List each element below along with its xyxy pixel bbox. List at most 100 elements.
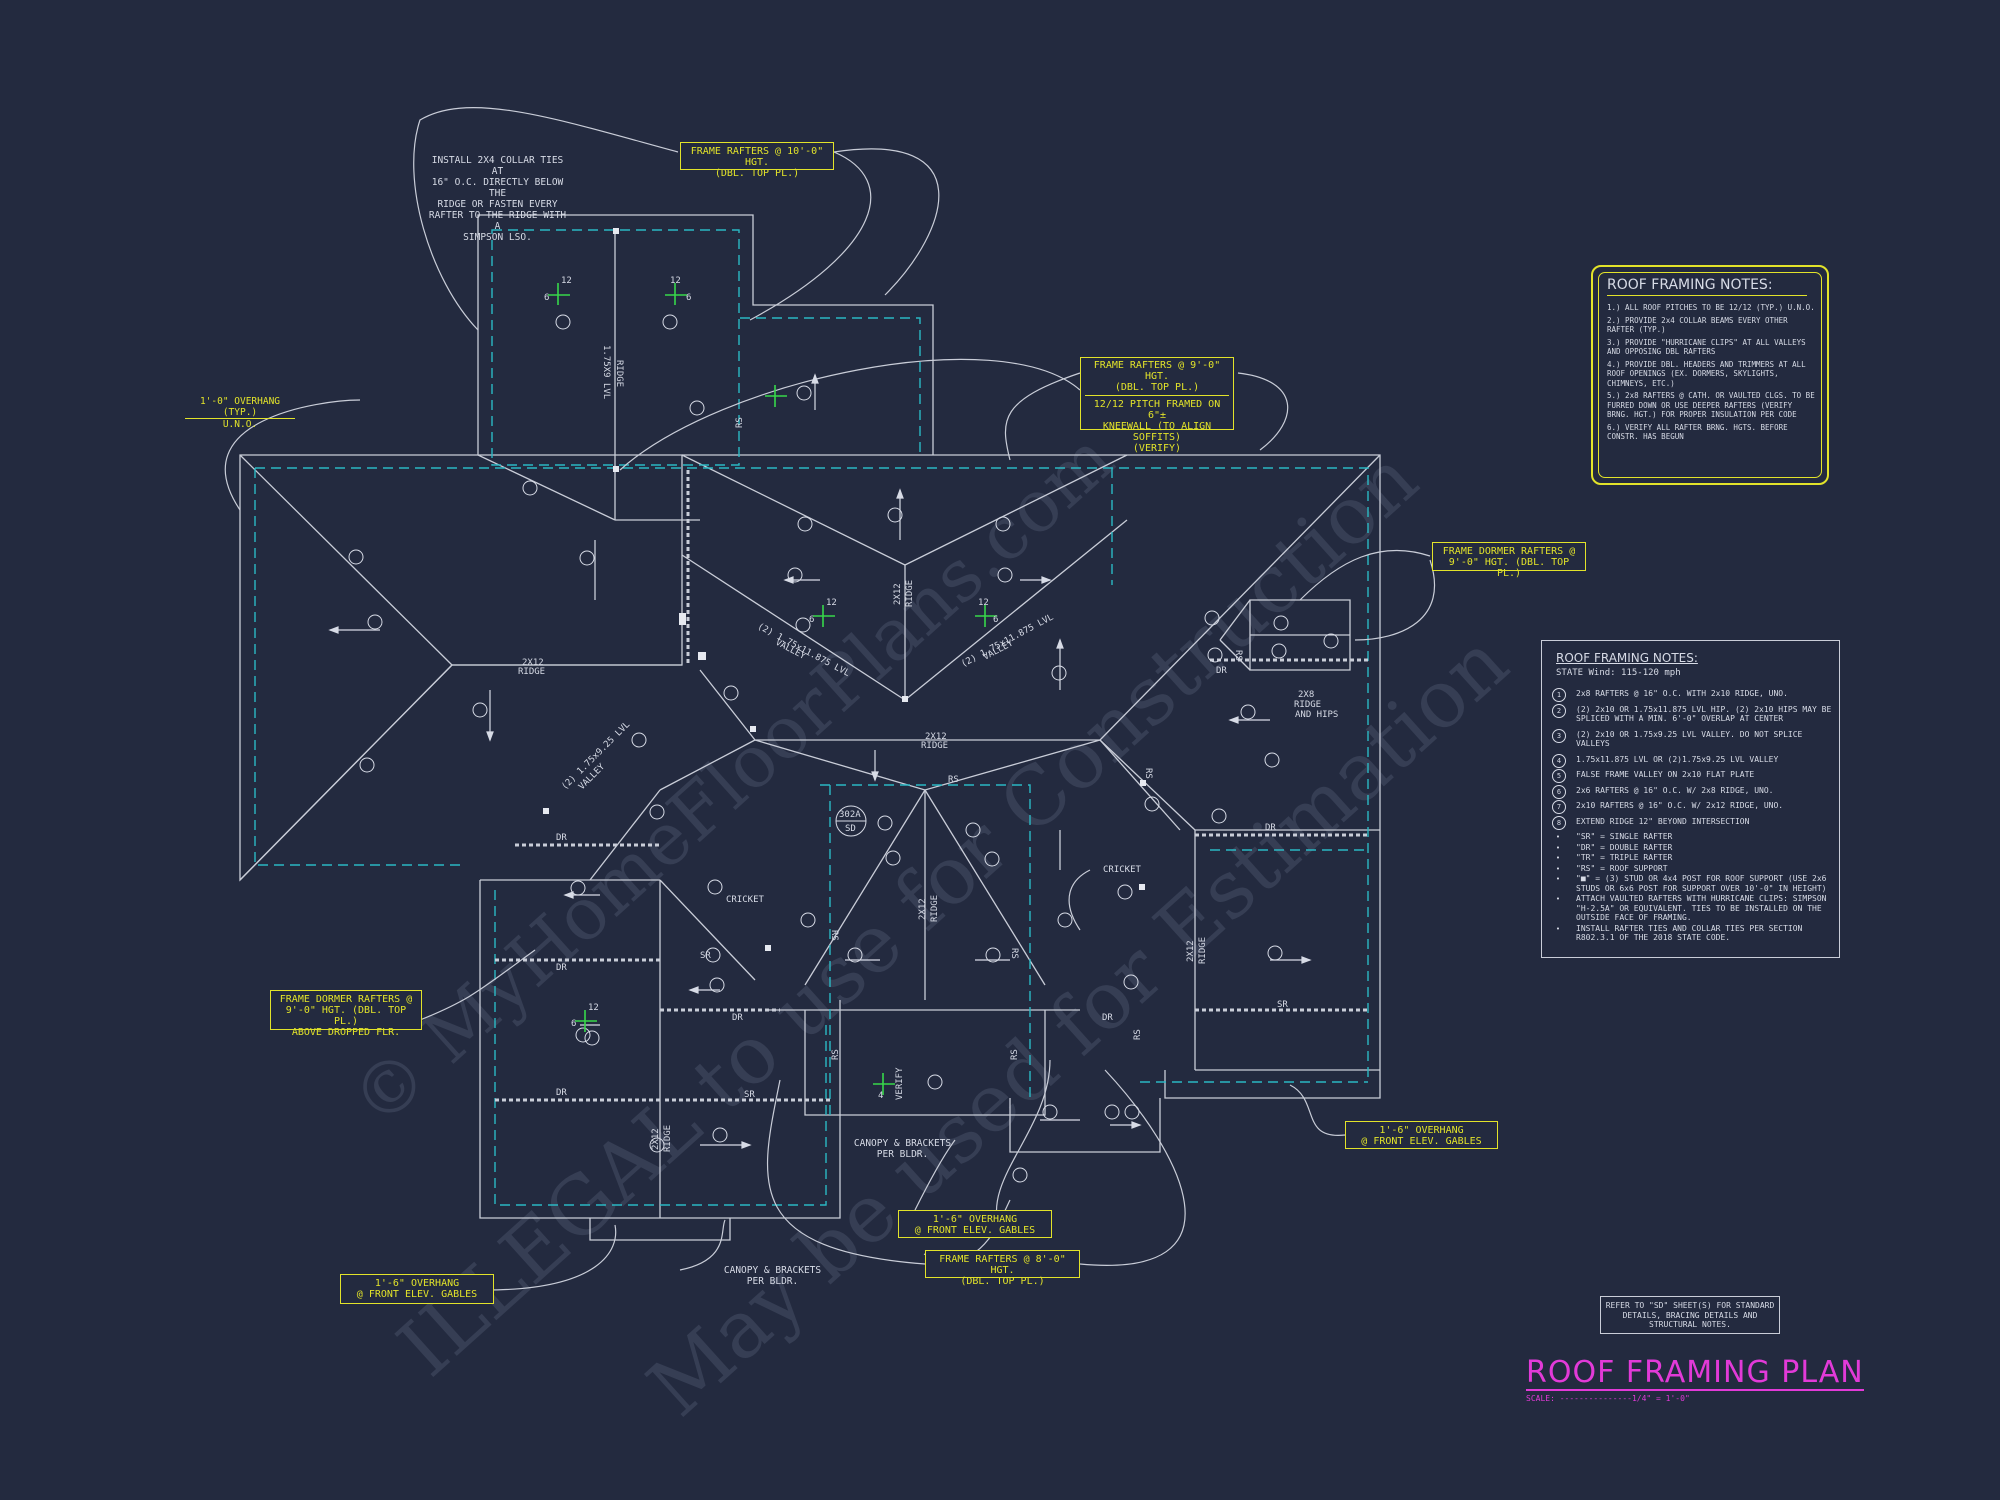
ridge-label: RIDGE — [930, 895, 940, 922]
callout-line: FRAME RAFTERS @ 9'-0" HGT. — [1093, 360, 1221, 382]
keyed-notes-list: 1 2x8 RAFTERS @ 16" O.C. WITH 2x10 RIDGE,… — [1552, 688, 1832, 944]
rs-label: RS — [1009, 948, 1019, 959]
bullet-note-text: INSTALL RAFTER TIES AND COLLAR TIES PER … — [1576, 923, 1803, 943]
callout-line: U.N.O. — [222, 419, 258, 430]
bullet-note: •"RS" = ROOF SUPPORT — [1552, 864, 1832, 874]
cricket-label: CRICKET — [726, 895, 765, 905]
reference-note: REFER TO "SD" SHEET(S) FOR STANDARD DETA… — [1600, 1296, 1780, 1334]
bullet-icon: • — [1555, 875, 1561, 883]
key-circle: 6 — [1552, 784, 1566, 799]
pitch-run: 6 — [571, 1019, 576, 1029]
dr-label: DR — [556, 963, 567, 973]
roof-framing-notes-general: ROOF FRAMING NOTES: 1.) ALL ROOF PITCHES… — [1591, 265, 1829, 485]
hips-label: RIDGE — [1294, 700, 1321, 710]
rs-label: RS — [735, 417, 745, 428]
callout-frame-rafters-9ft: FRAME RAFTERS @ 9'-0" HGT. (DBL. TOP PL.… — [1080, 357, 1234, 454]
pitch-symbols — [548, 283, 997, 1095]
callout-line: ABOVE DROPPED FLR. — [291, 1027, 401, 1038]
keyed-note-text: 2x6 RAFTERS @ 16" O.C. W/ 2x8 RIDGE, UNO… — [1576, 785, 1774, 795]
bullet-icon: • — [1555, 924, 1561, 933]
key-circle: 1 — [1552, 688, 1566, 702]
section-sheet: SD — [845, 824, 856, 834]
pitch-rise: 12 — [826, 598, 837, 608]
bullet-note: •"DR" = DOUBLE RAFTER — [1552, 843, 1832, 853]
hips-label: 2X8 — [1298, 690, 1314, 700]
callout-line: 12/12 PITCH FRAMED ON 6"± — [1093, 399, 1221, 421]
ridge-size-label: 2X12 — [1186, 940, 1196, 962]
watermark: © MyHomeFloorPlans.com ILLEGAL to use fo… — [335, 416, 1525, 1434]
key-circle: 4 — [1552, 753, 1566, 768]
section-marker[interactable]: 302A SD — [836, 810, 866, 834]
keyed-notes-heading: ROOF FRAMING NOTES: — [1556, 651, 1698, 665]
note-item: 2.) PROVIDE 2x4 COLLAR BEAMS EVERY OTHER… — [1607, 315, 1788, 335]
bullet-note: •"TR" = TRIPLE RAFTER — [1552, 853, 1832, 863]
dr-label: DR — [1216, 666, 1227, 676]
callout-line: 1'-6" OVERHANG — [1379, 1125, 1464, 1136]
pitch-rise-alt: 4 — [878, 1091, 883, 1101]
ridge-label: RIDGE — [921, 741, 948, 751]
note-item: 6.) VERIFY ALL RAFTER BRNG. HGTS. BEFORE… — [1607, 422, 1788, 442]
bullet-icon: • — [1555, 895, 1561, 903]
bullet-note-text: "■" = (3) STUD OR 4x4 POST FOR ROOF SUPP… — [1576, 874, 1827, 893]
callout-line: 1'-6" OVERHANG — [374, 1278, 460, 1289]
rs-label: RS — [831, 1049, 841, 1060]
callout-line: @ FRONT ELEV. GABLES — [914, 1225, 1036, 1236]
bullet-icon: • — [1555, 833, 1561, 841]
callout-frame-rafters-10ft: FRAME RAFTERS @ 10'-0" HGT. (DBL. TOP PL… — [680, 142, 834, 179]
rs-label: RS — [1133, 1029, 1143, 1040]
ridge-label: RIDGE — [1198, 937, 1208, 964]
callout-line: 9'-0" HGT. (DBL. TOP PL.) — [285, 1005, 407, 1027]
bullet-note-text: "RS" = ROOF SUPPORT — [1576, 863, 1668, 873]
valley-label: (2) 1.75x9.25 LVL — [560, 720, 632, 792]
ridge-size-label: 2X12 — [522, 658, 544, 668]
pitch-rise: 12 — [561, 276, 572, 286]
ridge-label: 1.75X9 LVL — [601, 345, 611, 399]
keyed-note-text: EXTEND RIDGE 12" BEYOND INTERSECTION — [1576, 816, 1750, 826]
note-line: 16" O.C. DIRECTLY BELOW THE — [431, 177, 564, 199]
rs-label: RS — [829, 930, 839, 941]
dr-label: DR — [556, 833, 567, 843]
leader-lines — [224, 107, 1436, 1291]
notes-inner-border — [1598, 272, 1822, 478]
note-item: 3.) PROVIDE "HURRICANE CLIPS" AT ALL VAL… — [1607, 337, 1806, 357]
callout-line: FRAME RAFTERS @ 8'-0" HGT. — [939, 1254, 1066, 1276]
plan-text: 2X12 RIDGE 2X12 RIDGE 1.75X9 LVL RIDGE 2… — [518, 345, 1338, 1152]
ridge-size-label: 2X12 — [893, 583, 903, 605]
rs-label: RS — [1143, 768, 1153, 779]
pitch-run: 6 — [544, 293, 549, 303]
wind-speed: STATE Wind: 115-120 mph — [1556, 668, 1681, 678]
ridge-label: RIDGE — [663, 1125, 673, 1152]
keyed-note: 3(2) 2x10 OR 1.75x9.25 LVL VALLEY. DO NO… — [1552, 728, 1832, 749]
keyed-note-text: 2x10 RAFTERS @ 16" O.C. W/ 2x12 RIDGE, U… — [1576, 801, 1784, 810]
keyed-note: 6 2x6 RAFTERS @ 16" O.C. W/ 2x8 RIDGE, UN… — [1552, 784, 1832, 799]
hips-label: AND HIPS — [1295, 710, 1338, 720]
key-circle: 8 — [1552, 815, 1566, 830]
eave-lines — [254, 229, 1369, 1206]
roof-outline — [239, 214, 1381, 1241]
callout-line: (VERIFY) — [1132, 443, 1182, 454]
note-item: 1.) ALL ROOF PITCHES TO BE 12/12 (TYP.) … — [1607, 303, 1815, 312]
keyed-note: 2(2) 2x10 OR 1.75x11.875 LVL HIP. (2) 2x… — [1552, 703, 1832, 724]
callout-line: @ FRONT ELEV. GABLES — [356, 1289, 478, 1300]
sr-label: SR — [744, 1090, 755, 1100]
keyed-note: 8 EXTEND RIDGE 12" BEYOND INTERSECTION — [1552, 815, 1832, 830]
pitch-rise: 12 — [978, 598, 989, 608]
note-line: PER BLDR. — [876, 1149, 929, 1160]
note-line: INSTALL 2X4 COLLAR TIES AT — [431, 155, 564, 177]
bullet-note: •"SR" = SINGLE RAFTER — [1552, 832, 1832, 842]
keyed-note-text: 2x8 RAFTERS @ 16" O.C. WITH 2x10 RIDGE, … — [1576, 689, 1788, 698]
post-markers — [543, 228, 1146, 951]
pitch-run: 6 — [809, 615, 814, 625]
rs-label: RS — [948, 775, 959, 785]
verify-label: VERIFY — [895, 1067, 905, 1100]
keyed-note-text: 1.75x11.875 LVL OR (2)1.75x9.25 LVL VALL… — [1576, 754, 1779, 764]
pitch-run: 6 — [993, 615, 998, 625]
key-circle: 2 — [1552, 703, 1566, 718]
pitch-rise: 12 — [670, 276, 681, 286]
key-circle: 3 — [1552, 728, 1566, 743]
direction-arrows — [328, 373, 1312, 1149]
note-item: 5.) 2x8 RAFTERS @ CATH. OR VAULTED CLGS.… — [1607, 391, 1815, 419]
